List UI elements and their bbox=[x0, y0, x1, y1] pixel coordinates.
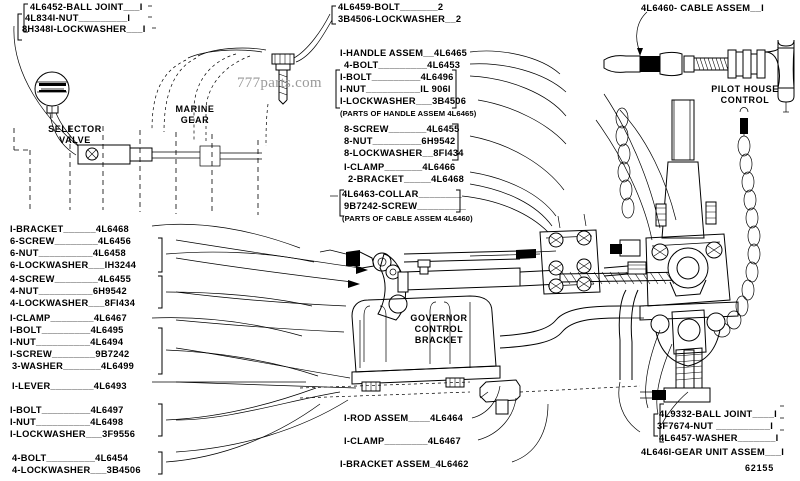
part-line: 4L6460- CABLE ASSEM__I bbox=[641, 3, 764, 13]
part-line: I-LEVER________4L6493 bbox=[12, 381, 127, 391]
watermark: 777parts.com bbox=[237, 75, 322, 91]
callout-marine-gear: MARINE GEAR bbox=[175, 104, 215, 125]
part-line: I-HANDLE ASSEM__4L6465 bbox=[340, 48, 468, 58]
part-line: I-BOLT_________4L6495 bbox=[10, 325, 124, 335]
part-line: I-BOLT_________4L6496 bbox=[340, 72, 454, 82]
part-line: 4L6457-WASHER_______I bbox=[659, 433, 779, 443]
part-line: 6-SCREW________4L6456 bbox=[10, 236, 132, 246]
part-line: 4L9332-BALL JOINT____I bbox=[659, 409, 777, 419]
part-line: I-BOLT_________4L6497 bbox=[10, 405, 124, 415]
part-line: 3F7674-NUT __________I bbox=[657, 421, 774, 431]
part-line: I-NUT__________4L6498 bbox=[10, 417, 124, 427]
callout-selector-valve: SELECTOR VALVE bbox=[48, 124, 102, 145]
part-line: 4-BOLT_________4L6453 bbox=[344, 60, 461, 70]
part-line: 4L834I-NUT_________I bbox=[25, 13, 131, 23]
part-line: 4-NUT__________6H9542 bbox=[10, 286, 127, 296]
part-line: 3-WASHER_______4L6499 bbox=[12, 361, 135, 371]
callout-governor-control-bracket: GOVERNOR CONTROL BRACKET bbox=[410, 313, 468, 345]
part-line: 4L646I-GEAR UNIT ASSEM___I bbox=[641, 447, 785, 457]
part-line: I-BRACKET ASSEM_4L6462 bbox=[340, 459, 469, 469]
part-line: 2-BRACKET_____4L6468 bbox=[348, 174, 465, 184]
part-line: 4-SCREW________4L6455 bbox=[10, 274, 132, 284]
part-line: 3B4506-LOCKWASHER__2 bbox=[338, 14, 462, 24]
part-note: (PARTS OF HANDLE ASSEM 4L6465) bbox=[340, 109, 477, 118]
part-line: I-NUT__________4L6494 bbox=[10, 337, 124, 347]
part-line: I-LOCKWASHER___3F9556 bbox=[10, 429, 136, 439]
part-line: I-SCREW________9B7242 bbox=[10, 349, 130, 359]
part-line: 8-NUT_________6H9542 bbox=[344, 136, 456, 146]
part-note: (PARTS OF CABLE ASSEM 4L6460) bbox=[342, 214, 473, 223]
part-line: 4-LOCKWASHER___8FI434 bbox=[10, 298, 136, 308]
part-line: 6-NUT__________4L6458 bbox=[10, 248, 126, 258]
part-line: I-NUT__________IL 906I bbox=[340, 84, 451, 94]
part-line: 4-LOCKWASHER___3B4506 bbox=[12, 465, 141, 475]
part-line: 6-LOCKWASHER___IH3244 bbox=[10, 260, 137, 270]
part-line: 8-SCREW_______4L6455 bbox=[344, 124, 460, 134]
part-line: I-CLAMP________4L6467 bbox=[10, 313, 127, 323]
part-line: I-CLAMP_______4L6466 bbox=[344, 162, 456, 172]
part-line: 4L6463-COLLAR________ bbox=[342, 189, 462, 199]
part-line: I-ROD ASSEM____4L6464 bbox=[344, 413, 464, 423]
part-line: 8-LOCKWASHER__8FI434 bbox=[344, 148, 464, 158]
part-line: I-CLAMP________4L6467 bbox=[344, 436, 461, 446]
part-line: 9B7242-SCREW_________ bbox=[344, 201, 467, 211]
part-line: 4-BOLT_________4L6454 bbox=[12, 453, 129, 463]
part-line: 8H348I-LOCKWASHER___I bbox=[22, 24, 146, 34]
callout-pilot-house-control: PILOT HOUSE CONTROL bbox=[711, 84, 779, 105]
figure-number: 62155 bbox=[745, 463, 775, 473]
part-line: 4L6452-BALL JOINT___I bbox=[30, 2, 143, 12]
part-line: 4L6459-BOLT_______2 bbox=[338, 2, 444, 12]
part-line: I-LOCKWASHER___3B4506 bbox=[340, 96, 467, 106]
part-line: I-BRACKET______4L6468 bbox=[10, 224, 129, 234]
